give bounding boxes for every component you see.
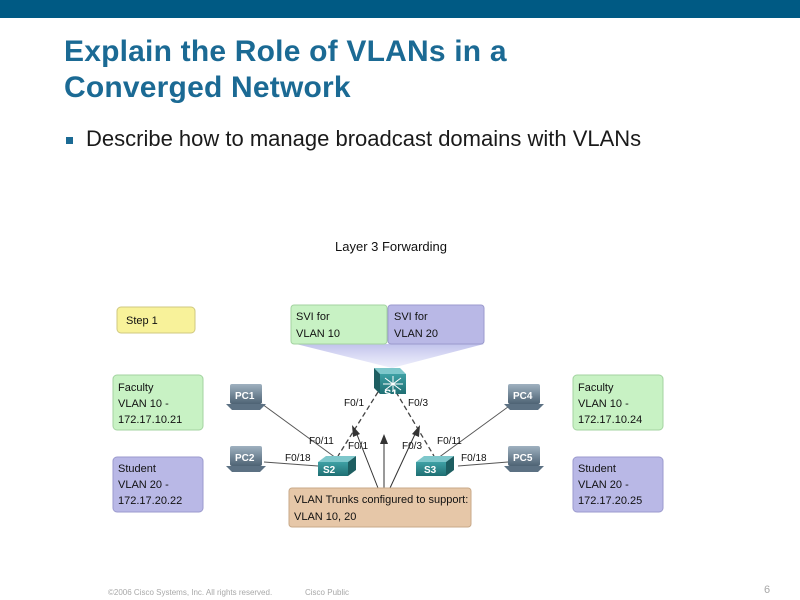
pc1-icon bbox=[226, 384, 266, 410]
port-s1-right: F0/3 bbox=[408, 398, 428, 409]
switch-s1-icon bbox=[374, 368, 406, 394]
student-left-line3: 172.17.20.22 bbox=[118, 495, 182, 507]
trunk-s1-s3 bbox=[395, 391, 435, 457]
title-line-1: Explain the Role of VLANs in a bbox=[64, 35, 507, 68]
faculty-right-box bbox=[572, 374, 664, 431]
s3-label: S3 bbox=[424, 465, 437, 476]
port-s3-pc5: F0/18 bbox=[461, 453, 487, 464]
svi-vlan10-line1: SVI for bbox=[296, 311, 330, 323]
student-right-line2: VLAN 20 - bbox=[578, 479, 629, 491]
svi-vlan10-box bbox=[290, 304, 388, 345]
faculty-right-line2: VLAN 10 - bbox=[578, 398, 629, 410]
s1-label: S1 bbox=[384, 388, 397, 400]
trunk-note-line1: VLAN Trunks configured to support: bbox=[294, 494, 468, 506]
diagram-title: Layer 3 Forwarding bbox=[335, 239, 447, 254]
footer-classification: Cisco Public bbox=[305, 588, 350, 597]
faculty-left-line3: 172.17.10.21 bbox=[118, 414, 182, 426]
svi-vlan20-line2: VLAN 20 bbox=[394, 328, 438, 340]
svi-fan bbox=[296, 344, 484, 368]
student-right-line3: 172.17.20.25 bbox=[578, 495, 642, 507]
student-right-box bbox=[572, 456, 664, 513]
trunk-s1-s2 bbox=[337, 391, 379, 457]
switch-s3-icon bbox=[416, 456, 454, 476]
svi-vlan20-line1: SVI for bbox=[394, 311, 428, 323]
link-pc2-s2 bbox=[263, 461, 319, 467]
faculty-right-line3: 172.17.10.24 bbox=[578, 414, 642, 426]
faculty-left-line1: Faculty bbox=[118, 382, 154, 394]
switch-s2-icon bbox=[318, 456, 356, 476]
port-s1-left: F0/1 bbox=[344, 398, 364, 409]
faculty-right-line1: Faculty bbox=[578, 382, 614, 394]
arrow-note-right bbox=[389, 431, 417, 489]
faculty-left-box bbox=[112, 374, 204, 431]
step-box bbox=[116, 306, 196, 334]
pc2-icon bbox=[226, 446, 266, 472]
link-pc1-s2 bbox=[261, 403, 337, 459]
port-s3-s1: F0/3 bbox=[402, 441, 422, 452]
top-bar bbox=[0, 0, 800, 18]
pc4-icon bbox=[504, 384, 544, 410]
bullet-square-icon bbox=[66, 137, 73, 144]
trunk-note-box bbox=[288, 487, 472, 528]
port-s2-pc1: F0/11 bbox=[309, 436, 334, 447]
page-number: 6 bbox=[764, 584, 771, 596]
arrow-head-center bbox=[380, 434, 388, 444]
port-s3-pc4: F0/11 bbox=[437, 436, 462, 447]
port-s2-pc2: F0/18 bbox=[285, 453, 311, 464]
trunk-note-line2: VLAN 10, 20 bbox=[294, 511, 356, 523]
arrow-head-right bbox=[412, 425, 420, 437]
link-pc5-s3 bbox=[457, 461, 509, 467]
student-left-line1: Student bbox=[118, 463, 156, 475]
svi-vlan10-line2: VLAN 10 bbox=[296, 328, 340, 340]
port-s2-s1: F0/1 bbox=[348, 441, 368, 452]
step-label: Step 1 bbox=[126, 315, 158, 327]
pc4-label: PC4 bbox=[513, 391, 533, 402]
svi-vlan20-box bbox=[387, 304, 485, 345]
footer-copyright: ©2006 Cisco Systems, Inc. All rights res… bbox=[108, 588, 273, 597]
title-line-2: Converged Network bbox=[64, 71, 351, 104]
slide-title: Explain the Role of VLANs in a Converged… bbox=[64, 34, 507, 106]
pc2-label: PC2 bbox=[235, 453, 255, 464]
arrow-note-left bbox=[355, 431, 379, 489]
pc1-label: PC1 bbox=[235, 391, 255, 402]
pc5-label: PC5 bbox=[513, 453, 533, 464]
pc5-icon bbox=[504, 446, 544, 472]
s2-label: S2 bbox=[323, 465, 336, 476]
student-left-line2: VLAN 20 - bbox=[118, 479, 169, 491]
student-left-box bbox=[112, 456, 204, 513]
bullet-text: Describe how to manage broadcast domains… bbox=[86, 126, 642, 151]
arrow-head-left bbox=[352, 425, 360, 437]
link-pc4-s3 bbox=[437, 403, 513, 459]
faculty-left-line2: VLAN 10 - bbox=[118, 398, 169, 410]
student-right-line1: Student bbox=[578, 463, 616, 475]
